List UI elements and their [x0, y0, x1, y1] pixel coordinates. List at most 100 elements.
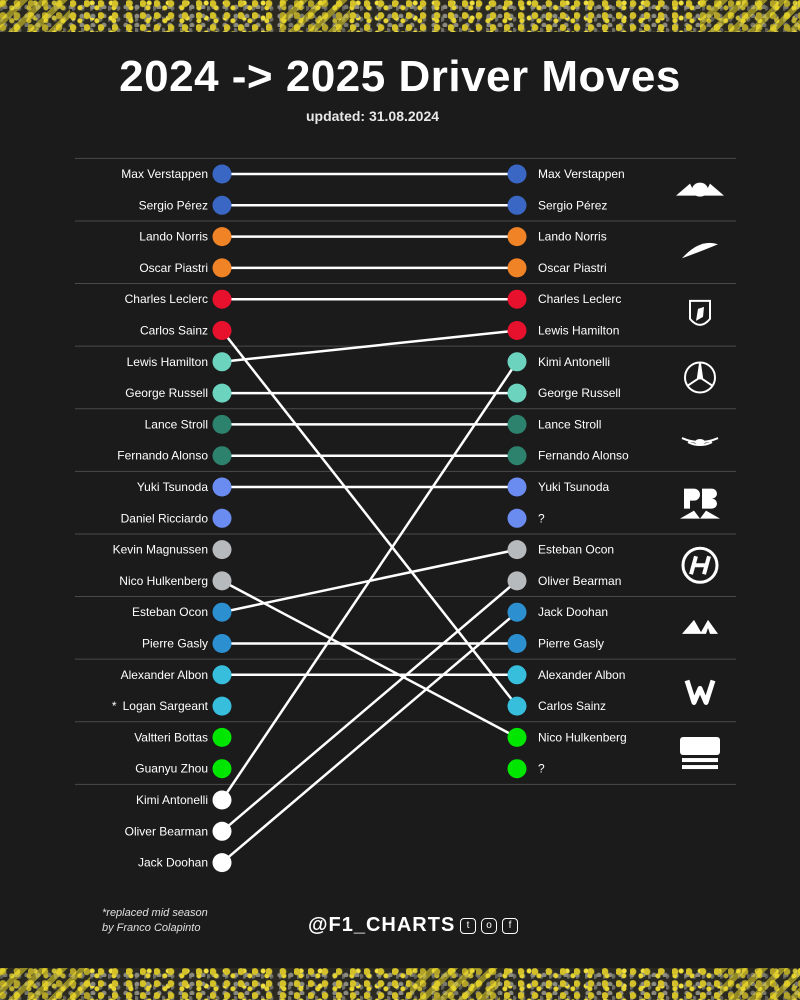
- move-line: [220, 361, 519, 801]
- left-driver-dot: [212, 759, 232, 779]
- mid-season-marker: *: [112, 699, 117, 713]
- author-handle: @F1_CHARTS: [308, 914, 456, 936]
- aston-martin-logo: [681, 437, 719, 447]
- left-driver-dot: [212, 289, 232, 309]
- move-line: [221, 579, 518, 739]
- alpine-logo: [682, 619, 718, 634]
- right-driver-dot: [507, 164, 527, 184]
- left-driver-name: Nico Hulkenberg: [119, 574, 208, 588]
- left-driver-name: Alexander Albon: [121, 668, 208, 682]
- right-driver-dot: [507, 571, 527, 591]
- instagram-icon: o: [481, 918, 497, 934]
- left-driver-dot: [212, 258, 232, 278]
- left-driver-name: Valtteri Bottas: [134, 730, 208, 744]
- footnote: *replaced mid season by Franco Colapinto: [102, 906, 208, 936]
- left-driver-dot: [212, 821, 232, 841]
- left-driver-dot: [212, 383, 232, 403]
- mclaren-logo: [682, 242, 718, 259]
- left-driver-dot: [212, 227, 232, 247]
- right-driver-name: Alexander Albon: [538, 668, 625, 682]
- left-driver-dot: [212, 321, 232, 340]
- right-driver-dot: [507, 727, 527, 747]
- right-driver-dot: [507, 759, 527, 779]
- right-driver-name: Fernando Alonso: [538, 449, 629, 463]
- rb-logo: [680, 488, 720, 519]
- left-driver-name: Charles Leclerc: [125, 292, 208, 306]
- right-driver-name: ?: [538, 511, 545, 525]
- right-driver-dot: [507, 696, 527, 716]
- left-driver-name: Max Verstappen: [121, 167, 208, 181]
- left-driver-dot: [212, 508, 232, 528]
- right-driver-name: Yuki Tsunoda: [538, 480, 609, 494]
- left-driver-dot: [212, 634, 232, 653]
- right-driver-name: Carlos Sainz: [538, 699, 606, 713]
- right-driver-name: Max Verstappen: [538, 167, 625, 181]
- left-driver-name: Guanyu Zhou: [135, 762, 208, 776]
- left-driver-dot: [212, 352, 232, 372]
- footnote-line-2: by Franco Colapinto: [102, 922, 201, 934]
- left-driver-dot: [212, 414, 232, 434]
- right-driver-name: Sergio Pérez: [538, 198, 607, 212]
- left-driver-dot: [212, 571, 232, 591]
- right-driver-dot: [507, 540, 527, 560]
- left-driver-name: Daniel Ricciardo: [121, 511, 209, 525]
- left-driver-name: Oscar Piastri: [139, 261, 208, 275]
- right-driver-name: ?: [538, 762, 545, 776]
- left-driver-name: Lewis Hamilton: [127, 355, 208, 369]
- left-driver-dot: [212, 696, 232, 716]
- right-driver-name: Jack Doohan: [538, 605, 608, 619]
- left-driver-name: George Russell: [125, 386, 208, 400]
- ferrari-logo: [689, 299, 711, 326]
- footnote-line-1: *replaced mid season: [102, 907, 208, 919]
- left-driver-name: Lance Stroll: [145, 417, 208, 431]
- right-driver-name: Pierre Gasly: [538, 637, 604, 651]
- right-driver-dot: [507, 508, 527, 528]
- left-driver-name: Lando Norris: [139, 230, 208, 244]
- facebook-icon: f: [502, 918, 518, 934]
- right-driver-name: Lando Norris: [538, 230, 607, 244]
- right-driver-dot: [507, 477, 527, 497]
- left-driver-dot: [212, 602, 232, 622]
- right-driver-name: Oliver Bearman: [538, 574, 621, 588]
- page-title: 2024 -> 2025 Driver Moves: [119, 52, 681, 101]
- left-driver-name: Logan Sargeant: [123, 699, 209, 713]
- updated-date: updated: 31.08.2024: [305, 108, 440, 124]
- right-driver-name: Lewis Hamilton: [538, 324, 619, 338]
- move-line: [221, 611, 518, 864]
- williams-logo: [684, 679, 716, 705]
- right-driver-dot: [507, 258, 527, 278]
- right-driver-name: Charles Leclerc: [538, 292, 621, 306]
- left-driver-name: Kevin Magnussen: [113, 543, 208, 557]
- right-driver-dot: [507, 634, 527, 653]
- stake-kick-sauber-logo: [680, 737, 720, 770]
- twitter-icon: t: [460, 918, 476, 934]
- right-driver-name: Lance Stroll: [538, 417, 601, 431]
- top-border: [0, 0, 800, 32]
- left-driver-name: Pierre Gasly: [142, 637, 208, 651]
- left-driver-dot: [212, 790, 232, 810]
- move-line: [221, 579, 518, 833]
- left-driver-dot: [212, 477, 232, 497]
- haas-logo: [681, 546, 719, 584]
- left-driver-name: Carlos Sainz: [140, 324, 208, 338]
- left-driver-dot: [212, 853, 232, 873]
- left-driver-name: Jack Doohan: [138, 856, 208, 870]
- right-driver-dot: [507, 665, 527, 685]
- right-driver-dot: [507, 446, 527, 466]
- redbull-logo: [676, 182, 724, 197]
- right-driver-dot: [507, 227, 527, 247]
- right-driver-dot: [507, 289, 527, 309]
- left-driver-name: Kimi Antonelli: [136, 793, 208, 807]
- left-driver-dot: [212, 195, 232, 215]
- left-driver-dot: [212, 540, 232, 560]
- right-driver-name: George Russell: [538, 386, 621, 400]
- right-driver-dot: [507, 195, 527, 215]
- left-driver-dot: [212, 727, 232, 747]
- right-driver-name: Esteban Ocon: [538, 543, 614, 557]
- mercedes-logo: [684, 361, 716, 394]
- right-driver-name: Nico Hulkenberg: [538, 730, 627, 744]
- left-driver-name: Oliver Bearman: [125, 824, 208, 838]
- left-driver-name: Yuki Tsunoda: [137, 480, 208, 494]
- left-driver-name: Sergio Pérez: [139, 198, 208, 212]
